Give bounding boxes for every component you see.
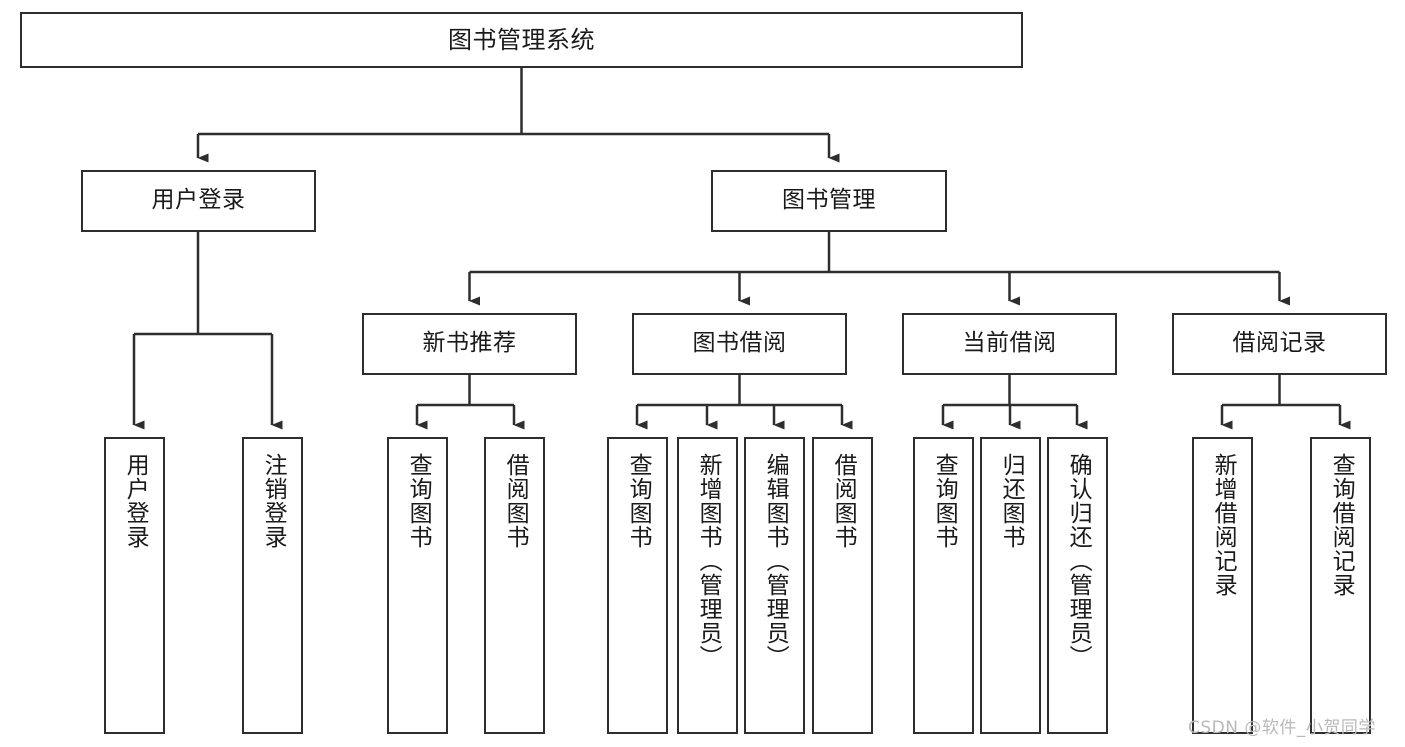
node-label: 图书管理 <box>782 187 876 214</box>
node-root-system[interactable]: 图书管理系统 <box>20 12 1023 68</box>
node-label: 借阅图书 <box>502 453 529 549</box>
csdn-watermark: CSDN @软件_小贺同学 <box>1188 718 1376 738</box>
leaf-book-borrow-borrow-book[interactable]: 借阅图书 <box>812 437 873 734</box>
node-label: 归还图书 <box>998 453 1025 549</box>
leaf-book-borrow-query-book[interactable]: 查询图书 <box>607 437 668 734</box>
node-current-borrow[interactable]: 当前借阅 <box>902 313 1117 375</box>
leaf-new-book-query-book[interactable]: 查询图书 <box>387 437 448 734</box>
node-new-book-recommend[interactable]: 新书推荐 <box>362 313 577 375</box>
node-label: 借阅记录 <box>1232 330 1327 357</box>
node-label: 查询借阅记录 <box>1328 453 1355 597</box>
leaf-current-borrow-query-book[interactable]: 查询图书 <box>913 437 974 734</box>
leaf-user-login-login[interactable]: 用户登录 <box>104 437 165 734</box>
node-label: 图书管理系统 <box>448 25 595 54</box>
node-label: 查询图书 <box>931 453 958 549</box>
node-borrow-record[interactable]: 借阅记录 <box>1172 313 1387 375</box>
node-label: 用户登录 <box>151 187 246 214</box>
node-label: 查询图书 <box>405 453 432 549</box>
node-label: 新增图书（管理员） <box>695 453 722 669</box>
node-label: 图书借阅 <box>692 330 787 357</box>
leaf-current-borrow-confirm-return[interactable]: 确认归还（管理员） <box>1047 437 1108 734</box>
leaf-borrow-record-add-record[interactable]: 新增借阅记录 <box>1192 437 1253 734</box>
node-user-login[interactable]: 用户登录 <box>81 170 316 232</box>
node-label: 新书推荐 <box>422 330 517 357</box>
node-label: 确认归还（管理员） <box>1065 453 1092 669</box>
node-label: 当前借阅 <box>962 330 1057 357</box>
leaf-user-login-logout[interactable]: 注销登录 <box>242 437 303 734</box>
leaf-book-borrow-edit-book[interactable]: 编辑图书（管理员） <box>744 437 805 734</box>
leaf-current-borrow-return-book[interactable]: 归还图书 <box>980 437 1041 734</box>
node-label: 借阅图书 <box>830 453 857 549</box>
node-label: 新增借阅记录 <box>1210 453 1237 597</box>
node-label: 注销登录 <box>260 453 287 549</box>
node-label: 用户登录 <box>122 453 149 549</box>
node-label: 查询图书 <box>625 453 652 549</box>
node-label: 编辑图书（管理员） <box>762 453 789 669</box>
node-book-borrow[interactable]: 图书借阅 <box>632 313 847 375</box>
node-book-management[interactable]: 图书管理 <box>711 170 947 232</box>
leaf-book-borrow-add-book[interactable]: 新增图书（管理员） <box>677 437 738 734</box>
leaf-new-book-borrow-book[interactable]: 借阅图书 <box>484 437 545 734</box>
leaf-borrow-record-query-record[interactable]: 查询借阅记录 <box>1310 437 1371 734</box>
